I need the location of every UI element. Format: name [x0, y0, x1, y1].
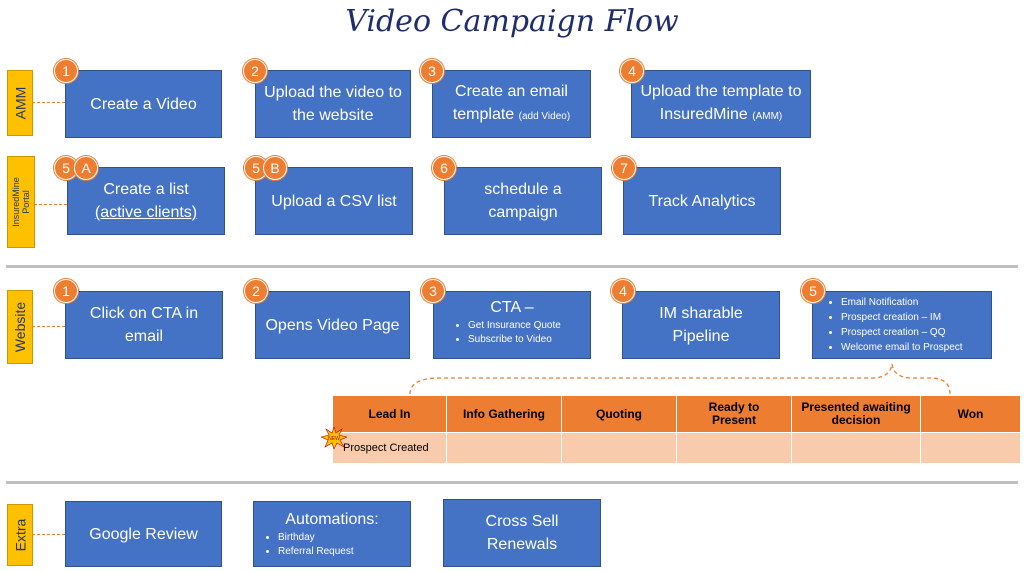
pipeline-stage-won: Won: [921, 396, 1021, 432]
lane-amm: AMM: [7, 70, 33, 136]
website-step-3-bullet: Get Insurance Quote: [468, 319, 584, 333]
extra-automations-bullet: Referral Request: [278, 545, 404, 559]
website-step-5-bullet: Welcome email to Prospect: [841, 340, 985, 355]
portal-step-6-box: schedule a campaign: [444, 167, 602, 235]
pipeline-cell: [921, 433, 1021, 463]
amm-step-4-text: Upload the template to InsuredMine: [640, 83, 802, 123]
amm-step-2-text: Upload the video to the website: [264, 84, 402, 124]
portal-step-6-text: schedule a campaign: [484, 181, 562, 221]
website-step-2-badge: 2: [244, 279, 268, 303]
website-step-5-box: Email Notification Prospect creation – I…: [812, 291, 992, 359]
portal-step-5b-text: Upload a CSV list: [271, 192, 397, 210]
website-step-5-bullet: Email Notification: [841, 295, 985, 310]
portal-step-5a-line1: Create a list: [103, 181, 189, 198]
pipeline-stage-quoting: Quoting: [562, 396, 677, 432]
amm-step-1-text: Create a Video: [90, 95, 197, 113]
new-tag-text: NEW: [328, 436, 340, 442]
extra-cross-sell-text: Cross Sell Renewals: [485, 513, 559, 553]
pipeline-brace: [409, 363, 951, 395]
portal-step-6-badge: 6: [432, 156, 456, 180]
pipeline-cell: [677, 433, 792, 463]
amm-step-3-badge: 3: [420, 59, 444, 83]
extra-automations-text: Automations:: [285, 511, 379, 528]
connector-extra: [32, 534, 65, 535]
extra-google-review-box: Google Review: [65, 501, 222, 567]
website-step-3-badge: 3: [421, 279, 445, 303]
lane-portal-label: InsuredMine Portal: [11, 177, 31, 227]
website-step-5-bullet: Prospect creation – IM: [841, 310, 985, 325]
website-step-1-text: Click on CTA in email: [89, 305, 199, 345]
pipeline-stage-info-gathering: Info Gathering: [447, 396, 562, 432]
lane-amm-label: AMM: [12, 86, 29, 120]
portal-step-5b-sub-badge: B: [263, 156, 287, 180]
website-step-5-bullets: Email Notification Prospect creation – I…: [829, 295, 985, 355]
pipeline-cell: [792, 433, 921, 463]
website-step-5-bullet: Prospect creation – QQ: [841, 325, 985, 340]
amm-step-4-badge: 4: [620, 59, 644, 83]
extra-cross-sell-box: Cross Sell Renewals: [443, 499, 601, 567]
website-step-3-bullets: Get Insurance Quote Subscribe to Video: [440, 319, 584, 347]
portal-step-7-badge: 7: [612, 156, 636, 180]
amm-step-3-box: Create an email template (add Video): [432, 70, 591, 138]
website-step-1-badge: 1: [54, 279, 78, 303]
website-step-3-text: CTA –: [490, 299, 534, 316]
website-step-4-text: IM sharable Pipeline: [659, 305, 743, 345]
new-starburst-icon: NEW: [321, 427, 347, 449]
portal-step-7-text: Track Analytics: [648, 192, 756, 210]
pipeline-stage-presented-awaiting: Presented awaiting decision: [792, 396, 921, 432]
extra-automations-bullet: Birthday: [278, 531, 404, 545]
pipeline-cell: [562, 433, 677, 463]
lane-portal: InsuredMine Portal: [7, 156, 35, 248]
portal-step-5a-sub-badge: A: [74, 156, 98, 180]
website-step-2-text: Opens Video Page: [265, 316, 400, 334]
section-divider-1: [6, 265, 1018, 268]
website-step-4-box: IM sharable Pipeline: [622, 291, 780, 359]
diagram-title: Video Campaign Flow: [345, 4, 679, 39]
website-step-1-box: Click on CTA in email: [65, 291, 223, 359]
amm-step-3-text: Create an email template: [452, 83, 568, 123]
website-step-3-bullet: Subscribe to Video: [468, 333, 584, 347]
website-step-2-box: Opens Video Page: [255, 291, 410, 359]
portal-step-5a-line2: (active clients): [94, 204, 198, 221]
extra-google-review-text: Google Review: [89, 525, 198, 543]
extra-automations-bullets: Birthday Referral Request: [260, 531, 404, 559]
pipeline-stage-ready-to-present: Ready to Present: [677, 396, 792, 432]
lane-website: Website: [7, 290, 33, 364]
amm-step-2-badge: 2: [243, 59, 267, 83]
website-step-3-box: CTA – Get Insurance Quote Subscribe to V…: [433, 291, 591, 359]
portal-step-5a-box: Create a list (active clients): [67, 167, 225, 235]
pipeline-cell-lead-in: Prospect Created: [333, 433, 447, 463]
amm-step-2-box: Upload the video to the website: [255, 70, 411, 138]
website-step-4-badge: 4: [611, 279, 635, 303]
amm-step-3-note: (add Video): [518, 111, 571, 122]
pipeline-stage-lead-in: Lead In: [333, 396, 447, 432]
portal-step-7-box: Track Analytics: [623, 167, 781, 235]
amm-step-1-box: Create a Video: [65, 70, 222, 138]
amm-step-4-box: Upload the template to InsuredMine (AMM): [631, 70, 811, 138]
connector-amm: [32, 102, 65, 103]
portal-step-5b-box: Upload a CSV list: [255, 167, 413, 235]
connector-website: [32, 326, 65, 327]
amm-step-1-badge: 1: [54, 59, 78, 83]
prospect-card: Prospect Created: [343, 442, 429, 454]
website-step-5-badge: 5: [801, 279, 825, 303]
extra-automations-box: Automations: Birthday Referral Request: [253, 501, 411, 567]
lane-extra-label: Extra: [12, 518, 28, 552]
connector-portal: [34, 204, 67, 205]
lane-extra: Extra: [7, 504, 33, 566]
pipeline-cell: [447, 433, 562, 463]
lane-website-label: Website: [12, 301, 29, 353]
section-divider-2: [6, 481, 1018, 484]
amm-step-4-note: (AMM): [752, 111, 783, 122]
